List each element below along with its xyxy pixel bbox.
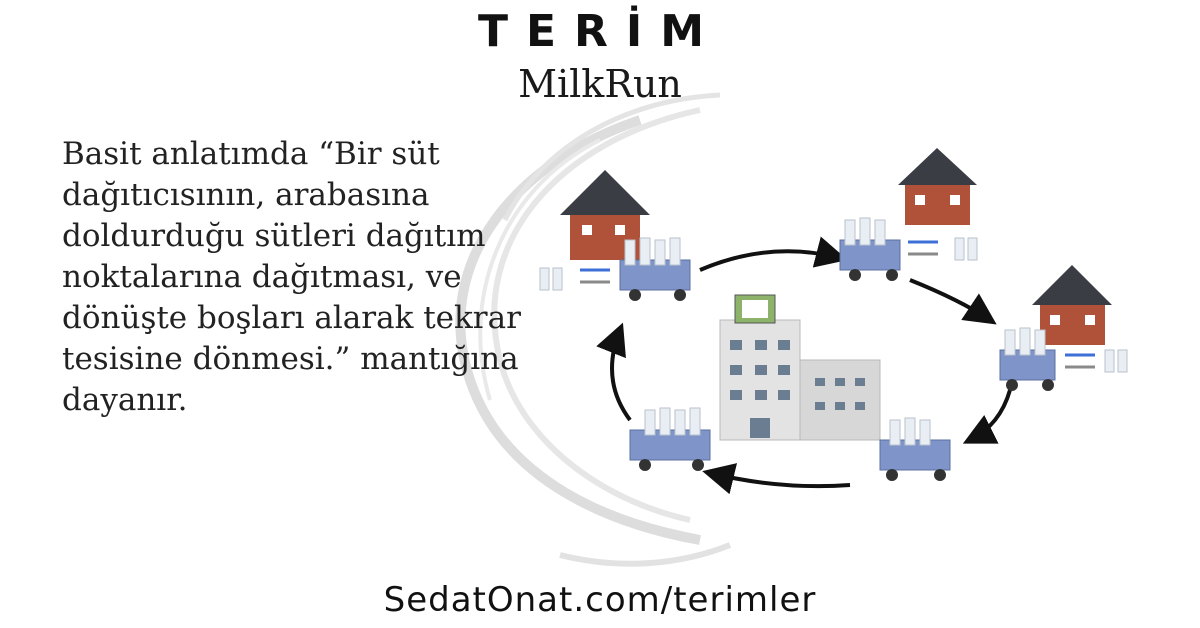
page-subtitle: MilkRun [518, 62, 682, 106]
truck-top-left [619, 237, 691, 301]
truck-right [999, 327, 1056, 391]
factory-building [719, 294, 881, 441]
page-title: TERİM [477, 6, 723, 57]
route-arrow-bottom [702, 463, 851, 495]
house-top-right [898, 148, 977, 225]
route-arrow-left [596, 322, 632, 422]
truck-bottom-right [879, 417, 951, 481]
route-arrow-top [699, 236, 848, 272]
route-arrow-right-top [909, 278, 997, 325]
house-left [560, 170, 650, 260]
milkrun-illustration [539, 148, 1128, 495]
truck-bottom-left [629, 407, 711, 471]
route-arrow-right-bottom [962, 389, 1012, 444]
house-right [1032, 265, 1112, 345]
bottles-top-right [954, 237, 978, 261]
truck-top-right [839, 217, 901, 281]
bottles-right [1104, 349, 1128, 373]
bottles-left [539, 267, 563, 291]
description-text: Basit anlatımda “Bir süt dağıtıcısının, … [62, 136, 521, 418]
footer-url[interactable]: SedatOnat.com/terimler [383, 580, 817, 620]
